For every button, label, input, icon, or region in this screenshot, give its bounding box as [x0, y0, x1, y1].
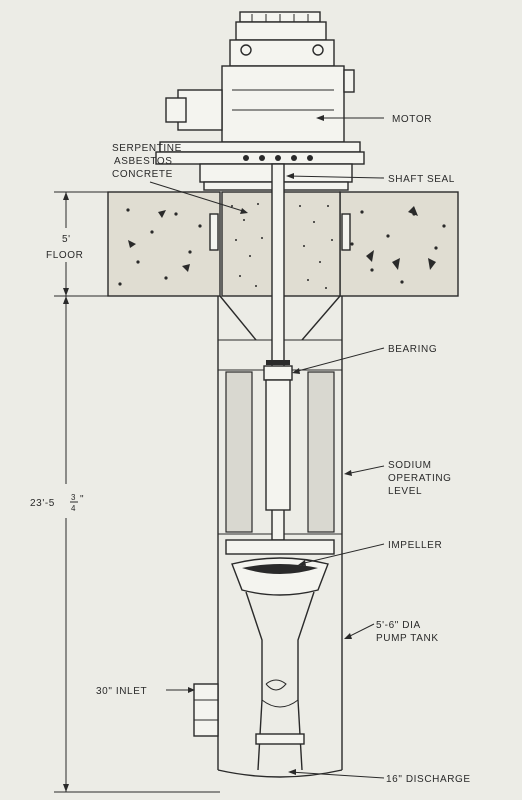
impeller [225, 539, 335, 596]
sodium-label-line-1: SODIUM [388, 460, 432, 471]
dimension-lines [54, 191, 220, 793]
inlet-label: 30" INLET [96, 686, 147, 697]
concrete-label-line-2: ASBESTOS [114, 156, 173, 167]
height-fraction-numerator: 3 [71, 493, 76, 502]
concrete-label-line-1: SERPENTINE [112, 143, 182, 154]
shaft-seal-label: SHAFT SEAL [388, 174, 455, 185]
motor [155, 11, 365, 165]
tank-label-line-2: PUMP TANK [376, 633, 439, 644]
sodium-label-line-2: OPERATING [388, 473, 452, 484]
bearing-label: BEARING [388, 344, 437, 355]
sodium-label-line-3: LEVEL [388, 486, 422, 497]
floor-slab [107, 191, 459, 297]
inlet-nozzle [193, 683, 219, 737]
height-fraction-denominator: 4 [71, 504, 76, 513]
height-inch-mark: " [80, 494, 84, 505]
leader-lines [149, 115, 385, 779]
floor-height-label: 5' [62, 234, 71, 245]
floor-label: FLOOR [46, 250, 83, 261]
impeller-label: IMPELLER [388, 540, 442, 551]
discharge-label: 16" DISCHARGE [386, 774, 471, 785]
bearing [263, 360, 293, 511]
diffuser-discharge [245, 591, 315, 771]
tank-label-line-1: 5'-6" DIA [376, 620, 421, 631]
concrete-label-line-3: CONCRETE [112, 169, 173, 180]
overall-height-label: 23'-5 3 4 " [30, 493, 84, 513]
motor-label: MOTOR [392, 114, 432, 125]
height-main-text: 23'-5 [30, 498, 55, 509]
